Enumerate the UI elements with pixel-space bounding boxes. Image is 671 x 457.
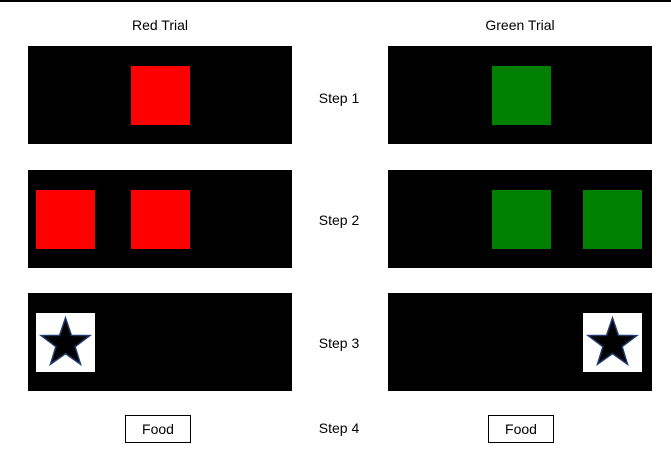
step-1-label: Step 1 bbox=[318, 90, 360, 106]
green-step3-panel bbox=[388, 293, 652, 391]
star-icon bbox=[38, 315, 93, 367]
green-step1-panel bbox=[388, 46, 652, 144]
green-step2-panel bbox=[388, 170, 652, 268]
red-square bbox=[131, 66, 190, 125]
step-4-label: Step 4 bbox=[318, 420, 360, 436]
red-trial-title: Red Trial bbox=[131, 17, 189, 33]
green-square-right bbox=[583, 190, 642, 249]
step-3-label: Step 3 bbox=[318, 335, 360, 351]
green-square bbox=[492, 66, 551, 125]
red-step2-panel bbox=[28, 170, 292, 268]
top-divider bbox=[0, 0, 671, 2]
red-step1-panel bbox=[28, 46, 292, 144]
food-box-red: Food bbox=[125, 415, 191, 443]
red-square-right bbox=[131, 190, 190, 249]
food-box-green: Food bbox=[488, 415, 554, 443]
green-trial-title: Green Trial bbox=[485, 17, 555, 33]
red-step3-panel bbox=[28, 293, 292, 391]
green-square-left bbox=[492, 190, 551, 249]
star-tile-right bbox=[583, 313, 642, 372]
star-tile-left bbox=[36, 313, 95, 372]
step-2-label: Step 2 bbox=[318, 212, 360, 228]
star-icon bbox=[585, 315, 640, 367]
red-square-left bbox=[36, 190, 95, 249]
